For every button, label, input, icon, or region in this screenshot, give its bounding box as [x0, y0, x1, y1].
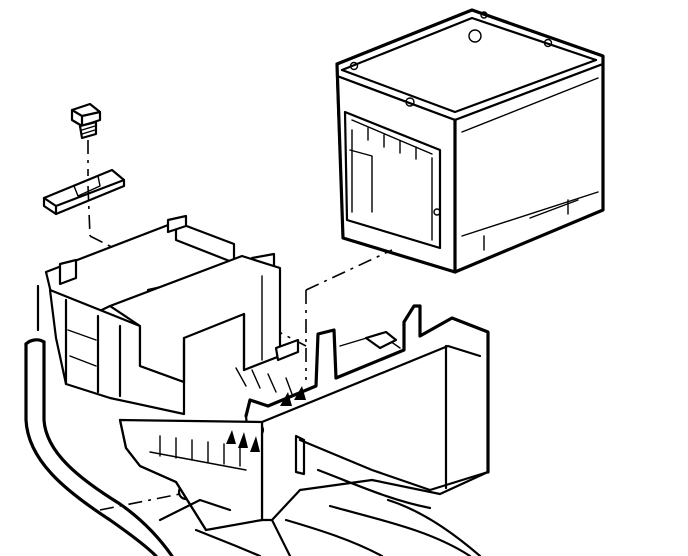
box-icon [118, 304, 490, 556]
bolt-icon [70, 102, 102, 176]
retainer-icon [42, 168, 126, 237]
battery-icon [335, 8, 605, 274]
hose-icon [24, 338, 174, 556]
tray-icon [44, 214, 300, 416]
